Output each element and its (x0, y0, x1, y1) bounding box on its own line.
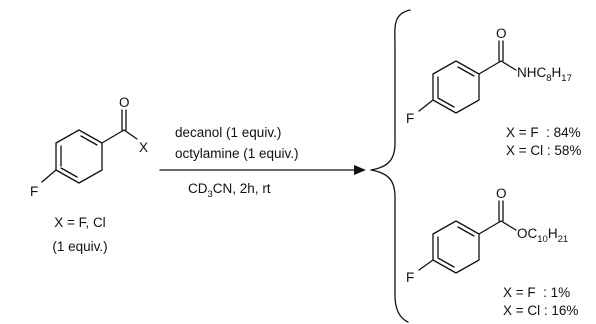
amide-yield-f: X = F : 84% (506, 125, 581, 140)
ester-yield-f: X = F : 1% (503, 285, 570, 300)
ester-f-bond (418, 259, 434, 271)
ester-c-o-bond (500, 220, 517, 231)
ester-substituent-label: OC10H21 (517, 226, 568, 245)
amide-substituent-label: NHC8H17 (517, 65, 572, 84)
ester-fluorine-label: F (406, 270, 414, 285)
condition-octylamine: octylamine (1 equiv.) (175, 146, 299, 161)
condition-solvent-time-temp: CD3CN, 2h, rt (188, 181, 271, 200)
reactant-fluorine-label: F (30, 184, 38, 199)
reactant-x-label: X (139, 140, 148, 155)
amide-ring-carbonyl-bond (478, 60, 502, 75)
condition-decanol: decanol (1 equiv.) (175, 125, 281, 140)
ester-product-structure: F O OC10H21 (406, 186, 568, 285)
reactant-structure: F O X (30, 95, 148, 199)
reaction-arrow (159, 165, 366, 175)
reactant-f-bond (41, 169, 57, 183)
amide-benzene-ring (432, 60, 480, 114)
amide-fluorine-label: F (406, 111, 414, 126)
ester-benzene-ring (432, 220, 480, 274)
ester-yield-cl: X = Cl : 16% (503, 303, 578, 318)
reactant-oxygen-label: O (119, 95, 130, 110)
reactant-c-x-bond (123, 129, 138, 140)
reactant-x-definition: X = F, Cl (54, 215, 105, 230)
product-curly-brace (370, 9, 411, 323)
reactant-ring-carbonyl-bond (101, 129, 125, 144)
amide-oxygen-label: O (496, 26, 507, 41)
amide-c-n-bond (500, 60, 517, 71)
reactant-benzene-ring (55, 129, 103, 184)
amide-yield-cl: X = Cl : 58% (506, 143, 581, 158)
ester-ring-carbonyl-bond (478, 220, 502, 235)
amide-product-structure: F O NHC8H17 (406, 26, 572, 126)
ester-oxygen-label: O (496, 186, 507, 201)
amide-f-bond (418, 99, 434, 112)
reactant-equiv: (1 equiv.) (52, 239, 107, 254)
